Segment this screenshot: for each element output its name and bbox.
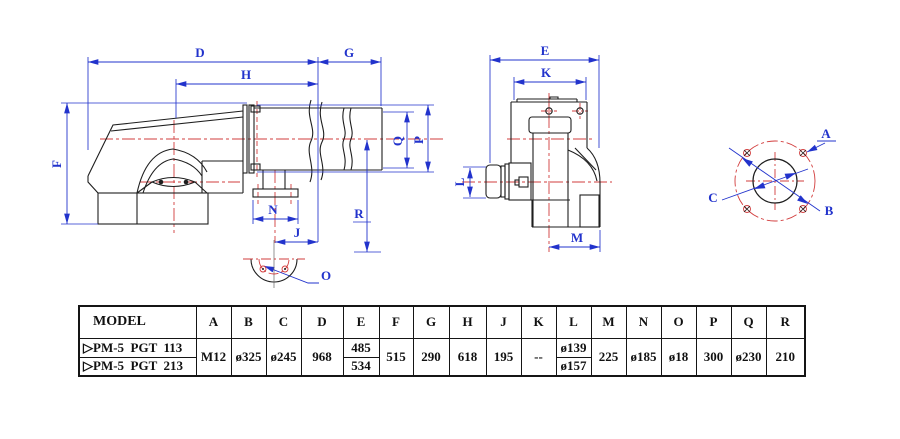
model-cell: ▷PM-5 PGT 113 <box>78 337 197 358</box>
col-header-C: C <box>265 305 302 339</box>
cell-J: 195 <box>485 337 522 377</box>
col-header-J: J <box>485 305 522 339</box>
dim-label-A: A <box>821 126 831 141</box>
o-hole-detail: O <box>243 240 331 288</box>
col-header-R: R <box>765 305 806 339</box>
dim-label-K: K <box>541 65 552 80</box>
dim-label-Q: Q <box>390 136 405 146</box>
col-header-Q: Q <box>730 305 767 339</box>
col-header-G: G <box>412 305 450 339</box>
col-header-O: O <box>660 305 697 339</box>
fan-hub-bolt <box>183 179 189 185</box>
side-view-centerlines <box>100 101 445 243</box>
bolt-circle <box>734 140 816 222</box>
front-view-outline <box>485 96 601 228</box>
dim-label-R: R <box>354 206 364 221</box>
col-header-model: MODEL <box>78 305 197 339</box>
detail-centerlines <box>243 258 305 275</box>
col-header-E: E <box>342 305 380 339</box>
detail-hole <box>259 265 267 273</box>
table-row: ▷PM-5 PGT 213 534 ø157 <box>78 356 805 377</box>
col-header-M: M <box>590 305 627 339</box>
cell-B: ø325 <box>230 337 267 377</box>
cell-N: ø185 <box>625 337 662 377</box>
col-header-A: A <box>195 305 232 339</box>
col-header-B: B <box>230 305 267 339</box>
cell-E: 485 <box>342 337 380 358</box>
dim-label-G: G <box>344 45 354 60</box>
dim-label-P: P <box>411 136 426 144</box>
dim-label-L: L <box>452 177 467 186</box>
col-header-H: H <box>448 305 487 339</box>
dim-label-F: F <box>49 160 64 168</box>
dim-label-H: H <box>241 67 251 82</box>
col-header-L: L <box>555 305 592 339</box>
col-header-F: F <box>378 305 414 339</box>
cell-O: ø18 <box>660 337 697 377</box>
dim-label-J: J <box>294 225 301 240</box>
col-header-P: P <box>695 305 732 339</box>
fan-hub-bolt <box>158 179 164 185</box>
front-view: E K L M <box>452 43 612 252</box>
side-view-outline <box>87 99 383 225</box>
front-view-extension-lines <box>463 55 601 252</box>
cell-C: ø245 <box>265 337 302 377</box>
cell-A: M12 <box>195 337 232 377</box>
cell-E: 534 <box>342 356 380 377</box>
cell-F: 515 <box>378 337 414 377</box>
center-hole <box>752 158 798 204</box>
detail-hole-center <box>262 268 264 270</box>
model-cell: ▷PM-5 PGT 213 <box>78 356 197 377</box>
detail-hole <box>281 265 289 273</box>
flange-leader-arrowheads <box>742 158 808 204</box>
col-header-N: N <box>625 305 662 339</box>
cell-G: 290 <box>412 337 450 377</box>
cell-M: 225 <box>590 337 627 377</box>
front-view-dimension-lines <box>467 57 600 250</box>
side-view: D H G F Q P R N J <box>49 45 445 284</box>
col-header-K: K <box>520 305 557 339</box>
col-header-D: D <box>300 305 344 339</box>
cell-D: 968 <box>300 337 344 377</box>
dim-label-O: O <box>321 268 331 283</box>
bolt-holes <box>743 149 807 213</box>
cell-K: -- <box>520 337 557 377</box>
dim-label-E: E <box>541 43 550 58</box>
cell-R: 210 <box>765 337 806 377</box>
flange-leader-lines <box>721 140 836 212</box>
dim-label-N: N <box>268 202 278 217</box>
side-view-extension-lines <box>61 57 434 253</box>
flange-bolt-pattern: A B C <box>708 126 836 222</box>
dim-label-B: B <box>825 203 834 218</box>
dim-label-D: D <box>195 45 204 60</box>
dim-label-C: C <box>708 190 717 205</box>
cell-Q: ø230 <box>730 337 767 377</box>
detail-hole-center <box>284 268 286 270</box>
dim-label-M: M <box>571 230 583 245</box>
side-view-dimension-lines <box>64 59 431 284</box>
cell-H: 618 <box>448 337 487 377</box>
cell-L: ø157 <box>555 356 592 377</box>
cell-P: 300 <box>695 337 732 377</box>
front-view-centerlines <box>462 93 612 252</box>
cell-L: ø139 <box>555 337 592 358</box>
